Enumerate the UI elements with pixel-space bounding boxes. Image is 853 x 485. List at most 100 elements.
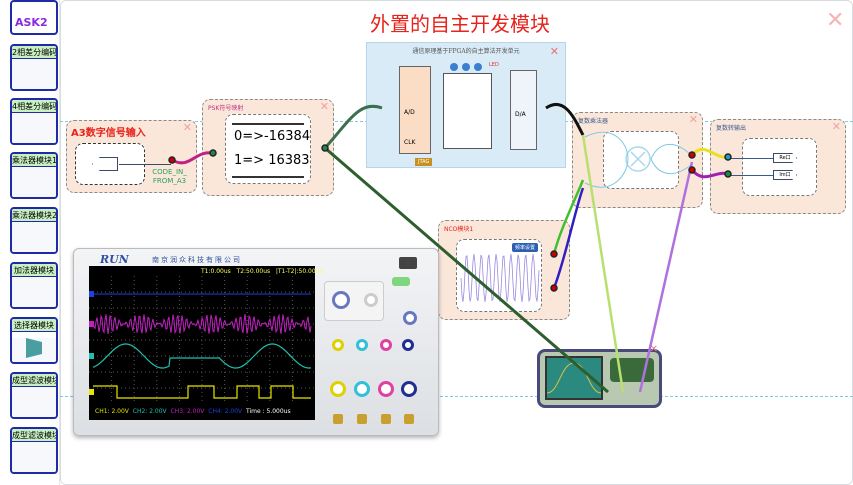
close-icon[interactable]: ✕: [688, 113, 698, 126]
run-stop-button[interactable]: [392, 277, 410, 286]
sidebar-item-ask2[interactable]: ASK2: [10, 0, 58, 35]
power-button[interactable]: [399, 257, 417, 269]
ch3-knob[interactable]: [380, 339, 392, 351]
button-icon[interactable]: [462, 63, 470, 71]
sidebar-item-label: 4相差分编码: [12, 100, 56, 113]
ch4-knob[interactable]: [402, 339, 414, 351]
ch1-knob[interactable]: [332, 339, 344, 351]
brand-logo: RUN: [100, 253, 129, 266]
ch2-trace: [92, 343, 312, 369]
oscilloscope-panel[interactable]: RUN 南京润众科技有限公司 T1:0.00us T2:50.00us |T1-…: [73, 248, 439, 436]
signal-line: [731, 158, 773, 159]
timebase: Time : 5.000us: [246, 408, 291, 415]
module-thumbnail: [12, 338, 56, 362]
nco-module[interactable]: NCO模块1 频率设置: [438, 220, 570, 320]
trigger-knob[interactable]: [364, 293, 378, 307]
adc-chip: A/D CLK: [399, 66, 431, 154]
ad-label: A/D: [404, 109, 415, 116]
waveform-display: [89, 276, 315, 404]
ch2-scale: CH2: 2.00V: [132, 408, 167, 415]
company-name: 南京润众科技有限公司: [152, 256, 242, 264]
module-inner-frame: 0=>-16384 1=> 16383: [225, 114, 311, 184]
ch1-scale-knob[interactable]: [330, 381, 346, 397]
module-title: 复数转输出: [716, 125, 747, 132]
sidebar-item-selector[interactable]: 选择器模块: [10, 317, 58, 364]
cursor-delta: |T1-T2|:50.00us: [275, 268, 323, 275]
nco-waveform-plot: [460, 253, 540, 303]
close-icon[interactable]: ✕: [826, 8, 845, 33]
sidebar-item-label: 乘法器模块2: [12, 209, 56, 222]
fpga-chip: [443, 73, 492, 149]
sidebar-item-multiplier-1[interactable]: 乘法器模块1: [10, 152, 58, 199]
sidebar-item-shaping-filter-2[interactable]: 成型滤波模块2: [10, 427, 58, 474]
horizontal-knob[interactable]: [332, 291, 350, 309]
frequency-setting-button[interactable]: 频率设置: [511, 243, 538, 252]
a3-input-module[interactable]: A3数字信号输入 ✕ CODE_IN_FROM_A3: [66, 120, 197, 193]
sidebar-item-label: 加法器模块: [12, 264, 56, 277]
channel-marker: [89, 291, 94, 297]
button-icon[interactable]: [450, 63, 458, 71]
module-thumbnail: [12, 222, 56, 252]
channel-marker: [89, 353, 94, 359]
channel-marker: [89, 321, 94, 327]
oscilloscope-module-icon[interactable]: ✕: [537, 344, 662, 408]
complex-output-module[interactable]: 复数转输出 ✕ Re口 Im口: [710, 119, 846, 214]
jtag-label: JTAG: [415, 158, 433, 166]
sidebar-item-4phase-diff-encoder[interactable]: 4相差分编码: [10, 98, 58, 145]
selector-icon: [26, 338, 42, 358]
module-title: NCO模块1: [444, 226, 474, 233]
clk-label: CLK: [404, 139, 416, 146]
sidebar-item-label: ASK2: [15, 16, 48, 29]
module-title: A3数字信号输入: [71, 128, 146, 139]
sidebar-item-adder[interactable]: 加法器模块: [10, 262, 58, 309]
divider: [232, 176, 304, 178]
module-thumbnail: [12, 113, 56, 143]
ch3-scale-knob[interactable]: [378, 381, 394, 397]
close-icon[interactable]: ✕: [831, 120, 841, 133]
module-library-sidebar: ASK2 2相差分编码 4相差分编码 乘法器模块1 乘法器模块2 加法器模块 选…: [0, 0, 60, 485]
module-thumbnail: [12, 277, 56, 307]
module-thumbnail: [12, 167, 56, 197]
close-icon[interactable]: ✕: [549, 45, 559, 58]
multiplier-symbol: [584, 131, 692, 188]
psk-mapping-module[interactable]: PSK符号映射 ✕ 0=>-16384 1=> 16383: [202, 99, 334, 196]
close-icon[interactable]: ✕: [319, 100, 329, 113]
im-output: Im口: [773, 170, 797, 180]
ch3-trace: [92, 313, 312, 335]
re-output: Re口: [773, 153, 797, 163]
divider: [232, 123, 304, 125]
sidebar-item-multiplier-2[interactable]: 乘法器模块2: [10, 207, 58, 254]
ch2-knob[interactable]: [356, 339, 368, 351]
page-title: 外置的自主开发模块: [370, 12, 550, 36]
ch3-scale: CH3: 2.00V: [170, 408, 205, 415]
ch2-scale-knob[interactable]: [354, 381, 370, 397]
oscilloscope-screen: T1:0.00us T2:50.00us |T1-T2|:50.00us CH1…: [89, 266, 323, 420]
nco-waveform: [460, 253, 540, 303]
ch4-input-jack[interactable]: [404, 414, 414, 424]
mini-scope-screen: [545, 356, 603, 400]
module-thumbnail: [12, 387, 56, 417]
sidebar-item-label: 成型滤波模块: [12, 374, 56, 387]
sidebar-item-label: 2相差分编码: [12, 46, 56, 59]
sidebar-item-2phase-diff-encoder[interactable]: 2相差分编码: [10, 44, 58, 91]
complex-multiplier-module[interactable]: 复数乘法器 ✕: [572, 112, 703, 208]
vertical-knob[interactable]: [403, 311, 417, 325]
ch3-input-jack[interactable]: [381, 414, 391, 424]
ch4-scale-knob[interactable]: [401, 381, 417, 397]
ch2-input-jack[interactable]: [357, 414, 367, 424]
mapping-zero: 0=>-16384: [234, 129, 311, 144]
close-icon[interactable]: ✕: [649, 344, 658, 355]
mapping-one: 1=> 16383: [234, 153, 310, 168]
ch4-scale: CH4: 2.00V: [208, 408, 243, 415]
module-title: 通信原理基于FPGA的自主算法开发单元: [412, 48, 520, 55]
sidebar-item-label: 选择器模块: [12, 319, 56, 332]
ch1-scale: CH1: 2.00V: [95, 408, 129, 415]
module-thumbnail: [12, 442, 56, 472]
signal-line: [731, 175, 773, 176]
close-icon[interactable]: ✕: [182, 121, 192, 134]
button-icon[interactable]: [474, 63, 482, 71]
sidebar-item-label: 成型滤波模块2: [12, 429, 56, 442]
ch1-input-jack[interactable]: [333, 414, 343, 424]
sidebar-item-shaping-filter[interactable]: 成型滤波模块: [10, 372, 58, 419]
